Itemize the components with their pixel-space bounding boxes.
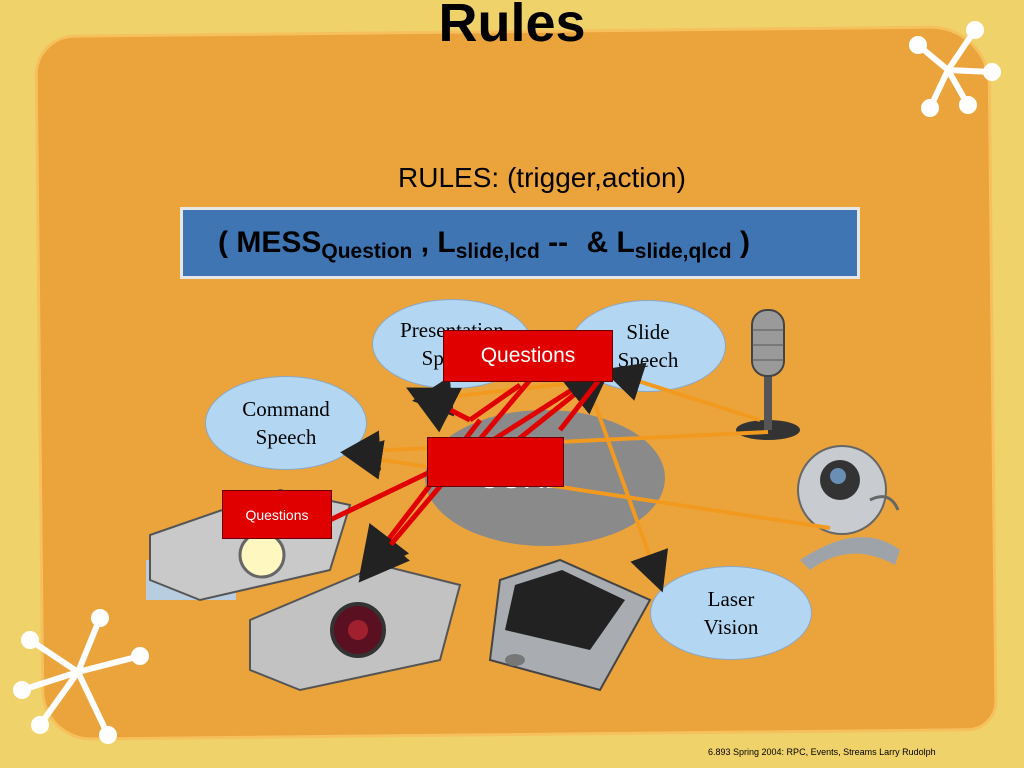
laser-vision-node: Laser Vision <box>650 566 812 660</box>
starburst-icon-top-right <box>909 21 1001 117</box>
command-speech-node: Command Speech <box>205 376 367 470</box>
webcam-icon <box>797 445 900 570</box>
formula-sub-slide-lcd: slide,lcd <box>455 240 540 263</box>
formula-sub-question: Question <box>321 240 413 263</box>
pda-icon <box>488 558 652 692</box>
command-speech-label: Command Speech <box>242 397 330 449</box>
questions-box-top: Questions <box>443 330 613 382</box>
formula-close: ) <box>739 226 750 259</box>
questions-box-left: Questions <box>222 490 332 539</box>
rules-subtitle: RULES: (trigger,action) <box>398 162 686 193</box>
laser-vision-label: Laser Vision <box>703 587 759 639</box>
formula-l2: L <box>616 226 635 259</box>
footer-text: 6.893 Spring 2004: RPC, Events, Streams … <box>708 747 936 757</box>
starburst-icon-bottom-left <box>13 609 149 744</box>
formula-sub-slide-qlcd: slide,qlcd <box>634 240 732 263</box>
rule-bar <box>180 207 860 279</box>
formula-amp: & <box>586 226 609 259</box>
event-red-box <box>427 437 564 487</box>
formula-comma: , <box>420 226 430 259</box>
formula-open: ( MESS <box>218 226 322 259</box>
formula-l1: L <box>437 226 456 259</box>
questions-label-left: Questions <box>245 506 309 523</box>
rule-formula: ( MESSQuestion , Lslide,lcd -- & Lslide,… <box>218 226 750 264</box>
formula-op: -- <box>548 226 569 259</box>
questions-label-top: Questions <box>480 344 576 367</box>
microphone-icon <box>736 309 800 440</box>
slide-title: Rules <box>438 0 586 53</box>
